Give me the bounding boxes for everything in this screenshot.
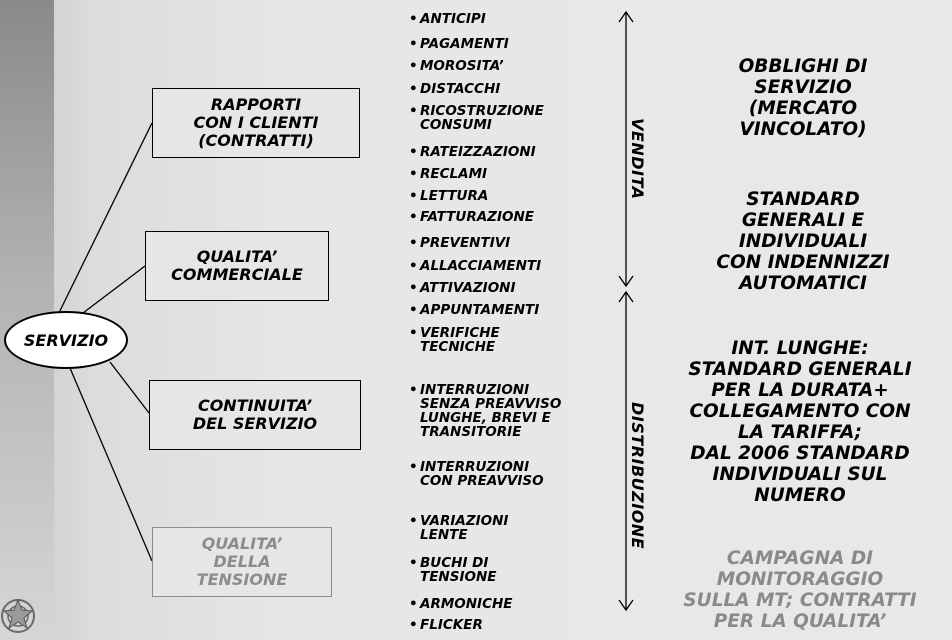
category-box-qualita-tensione: QUALITA’ DELLA TENSIONE	[152, 527, 332, 597]
list-item: ANTICIPI	[409, 12, 486, 26]
connector-line-qualita-commerciale	[82, 265, 146, 314]
list-item: MOROSITA’	[409, 59, 504, 73]
category-box-qualita-commerciale: QUALITA’ COMMERCIALE	[145, 231, 329, 301]
category-box-continuita: CONTINUITA’ DEL SERVIZIO	[149, 380, 361, 450]
list-item: FLICKER	[409, 618, 483, 632]
root-node-servizio: SERVIZIO	[4, 311, 128, 369]
category-label-qualita-commerciale: QUALITA’ COMMERCIALE	[171, 247, 303, 284]
list-item: ALLACCIAMENTI	[409, 259, 541, 273]
category-label-continuita: CONTINUITA’ DEL SERVIZIO	[192, 396, 318, 433]
list-item: LETTURA	[409, 189, 488, 203]
list-item: ATTIVAZIONI	[409, 281, 516, 295]
list-item: RATEIZZAZIONI	[409, 145, 536, 159]
phase-label-vendita: VENDITA	[628, 118, 647, 200]
list-item: INTERRUZIONI SENZA PREAVVISO LUNGHE, BRE…	[409, 383, 561, 439]
connector-line-rapporti	[52, 122, 153, 326]
list-item: VARIAZIONI LENTE	[409, 514, 508, 542]
category-label-qualita-tensione: QUALITA’ DELLA TENSIONE	[196, 534, 288, 589]
list-item: APPUNTAMENTI	[409, 303, 539, 317]
list-item: BUCHI DI TENSIONE	[409, 556, 496, 584]
category-box-rapporti: RAPPORTI CON I CLIENTI (CONTRATTI)	[152, 88, 360, 158]
list-item: FATTURAZIONE	[409, 210, 534, 224]
list-item: RECLAMI	[409, 167, 487, 181]
list-item: INTERRUZIONI CON PREAVVISO	[409, 460, 544, 488]
connector-line-tensione	[69, 367, 153, 562]
right-text-standard: STANDARD GENERALI E INDIVIDUALI CON INDE…	[716, 189, 890, 294]
republic-emblem-icon	[1, 598, 35, 633]
root-node-label: SERVIZIO	[23, 330, 109, 350]
phase-label-distribuzione: DISTRIBUZIONE	[628, 402, 647, 550]
list-item: ARMONICHE	[409, 597, 513, 611]
list-item: PAGAMENTI	[409, 37, 509, 51]
list-item: PREVENTIVI	[409, 236, 510, 250]
connector-line-continuita	[109, 361, 150, 414]
right-text-interruzioni: INT. LUNGHE: STANDARD GENERALI PER LA DU…	[688, 338, 912, 506]
list-item: DISTACCHI	[409, 82, 500, 96]
list-item: RICOSTRUZIONE CONSUMI	[409, 104, 544, 132]
right-text-campagna: CAMPAGNA DI MONITORAGGIO SULLA MT; CONTR…	[683, 548, 917, 632]
category-label-rapporti: RAPPORTI CON I CLIENTI (CONTRATTI)	[193, 95, 319, 150]
list-item: VERIFICHE TECNICHE	[409, 326, 500, 354]
right-text-obblighi: OBBLIGHI DI SERVIZIO (MERCATO VINCOLATO)	[738, 56, 868, 140]
